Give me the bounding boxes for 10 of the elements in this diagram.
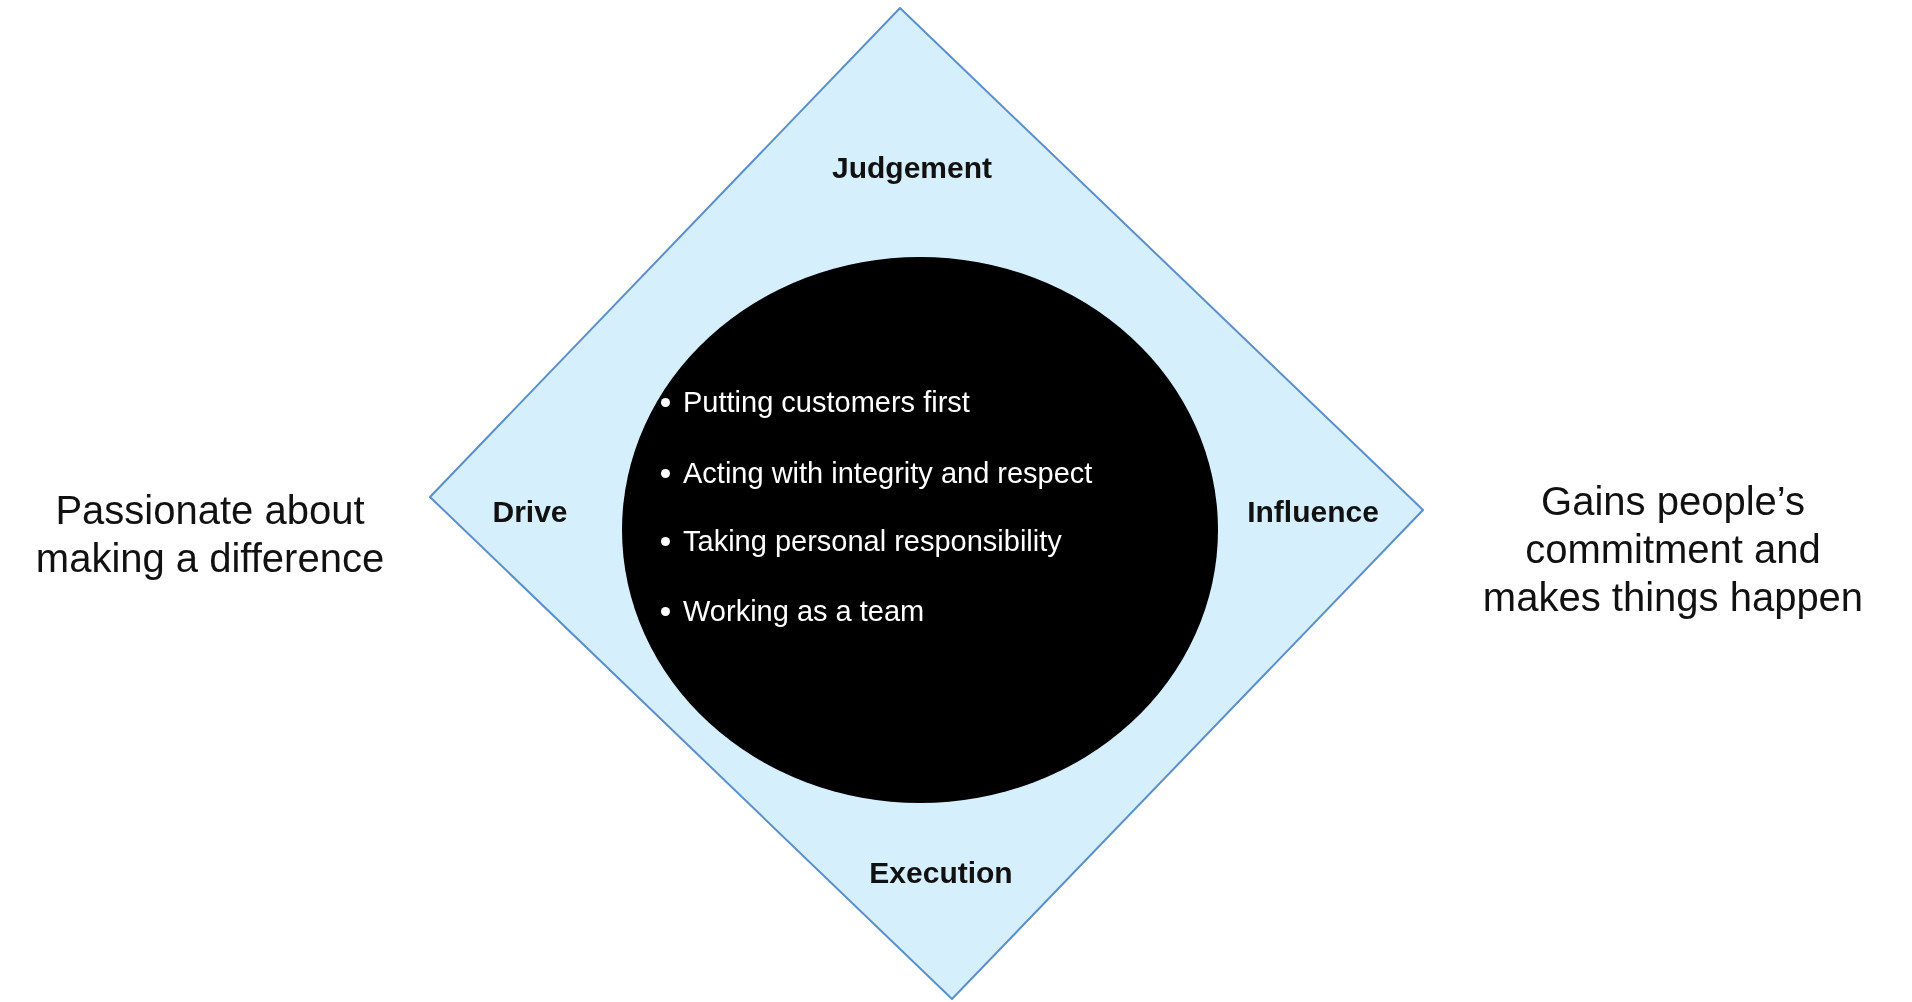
corner-label: Execution bbox=[869, 856, 1013, 890]
corner-label: Influence bbox=[1247, 495, 1379, 529]
corner-label: Drive bbox=[492, 495, 568, 529]
value-text: Acting with integrity and respect bbox=[683, 456, 1093, 490]
side-text: Passionate about making a difference bbox=[34, 487, 386, 582]
value-text: Putting customers first bbox=[683, 385, 970, 419]
side-text: Gains people’s commitment and makes things happen bbox=[1481, 478, 1865, 621]
corner-label: Judgement bbox=[832, 151, 992, 185]
value-text: Taking personal responsibility bbox=[683, 524, 1062, 558]
value-text: Working as a team bbox=[683, 594, 925, 628]
